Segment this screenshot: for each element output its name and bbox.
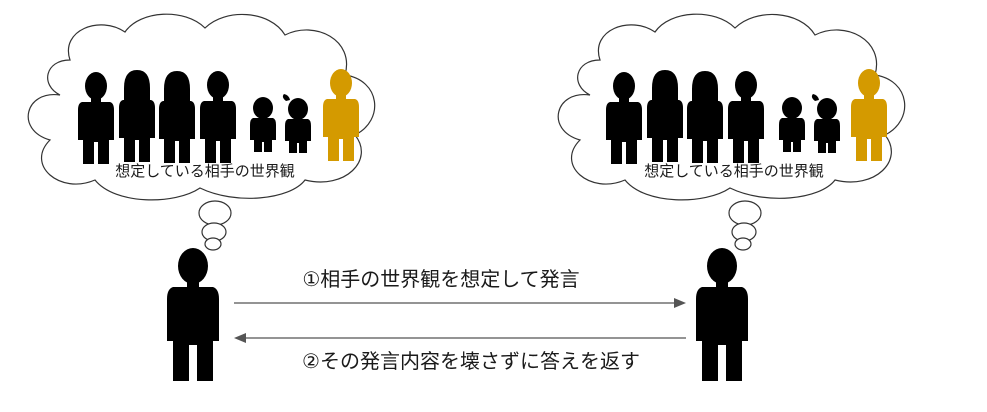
forward-arrow (234, 298, 686, 308)
left-speaker-silhouette (167, 248, 219, 381)
forward-arrow-label: ①相手の世界観を想定して発言 (302, 267, 579, 291)
left-thought-bubbles (198, 200, 232, 251)
arrowhead-right-icon (674, 298, 686, 308)
back-arrow (234, 333, 686, 343)
right-speaker-silhouette (696, 248, 748, 381)
right-thought-bubbles (728, 200, 762, 251)
arrowhead-left-icon (234, 333, 246, 343)
back-arrow-label: ②その発言内容を壊さずに答えを返す (302, 349, 640, 373)
left-cloud-label: 想定している相手の世界観 (115, 162, 295, 180)
right-cloud-label: 想定している相手の世界観 (644, 162, 824, 180)
